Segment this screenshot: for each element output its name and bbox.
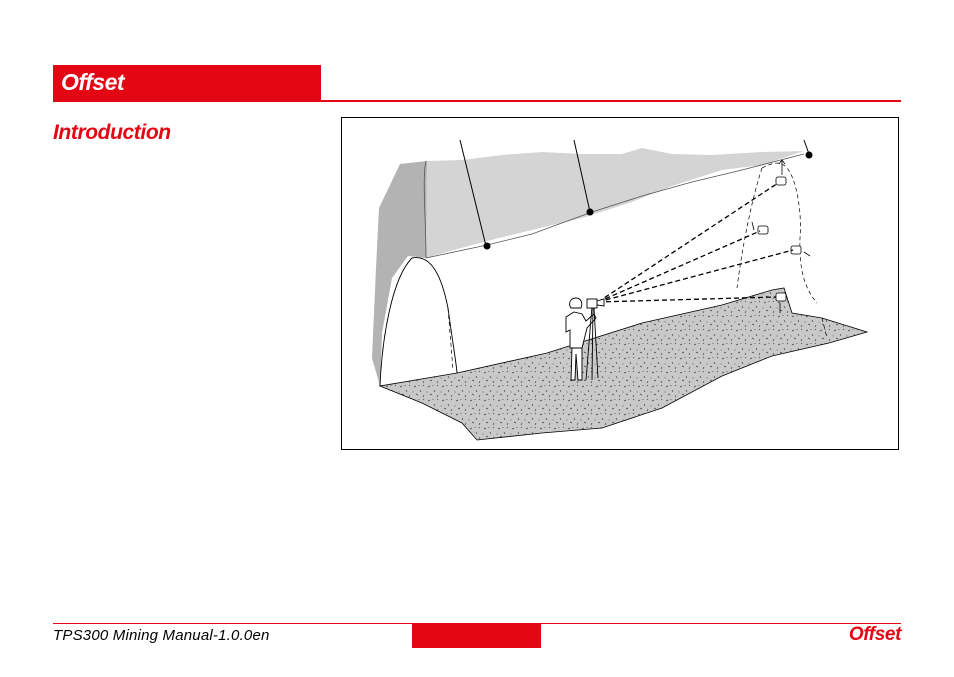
tunnel-survey-illustration (342, 118, 900, 451)
chapter-title-bar: Offset (53, 65, 321, 102)
manual-name: TPS300 Mining Manual-1.0.0en (53, 627, 270, 644)
target-prism-2 (752, 222, 768, 234)
title-divider (321, 100, 901, 102)
roof-point-3 (806, 152, 813, 159)
section-heading: Introduction (53, 121, 171, 145)
roof-point-1 (484, 243, 491, 250)
chapter-title: Offset (61, 69, 124, 96)
roof-point-2 (587, 209, 594, 216)
tunnel-left-wall (372, 161, 427, 386)
tunnel-floor (380, 288, 867, 440)
target-prism-3 (791, 246, 810, 256)
page-number-box (412, 624, 541, 648)
tunnel-survey-figure (341, 117, 899, 450)
footer-chapter-name: Offset (849, 624, 901, 646)
target-prism-1 (776, 160, 786, 185)
